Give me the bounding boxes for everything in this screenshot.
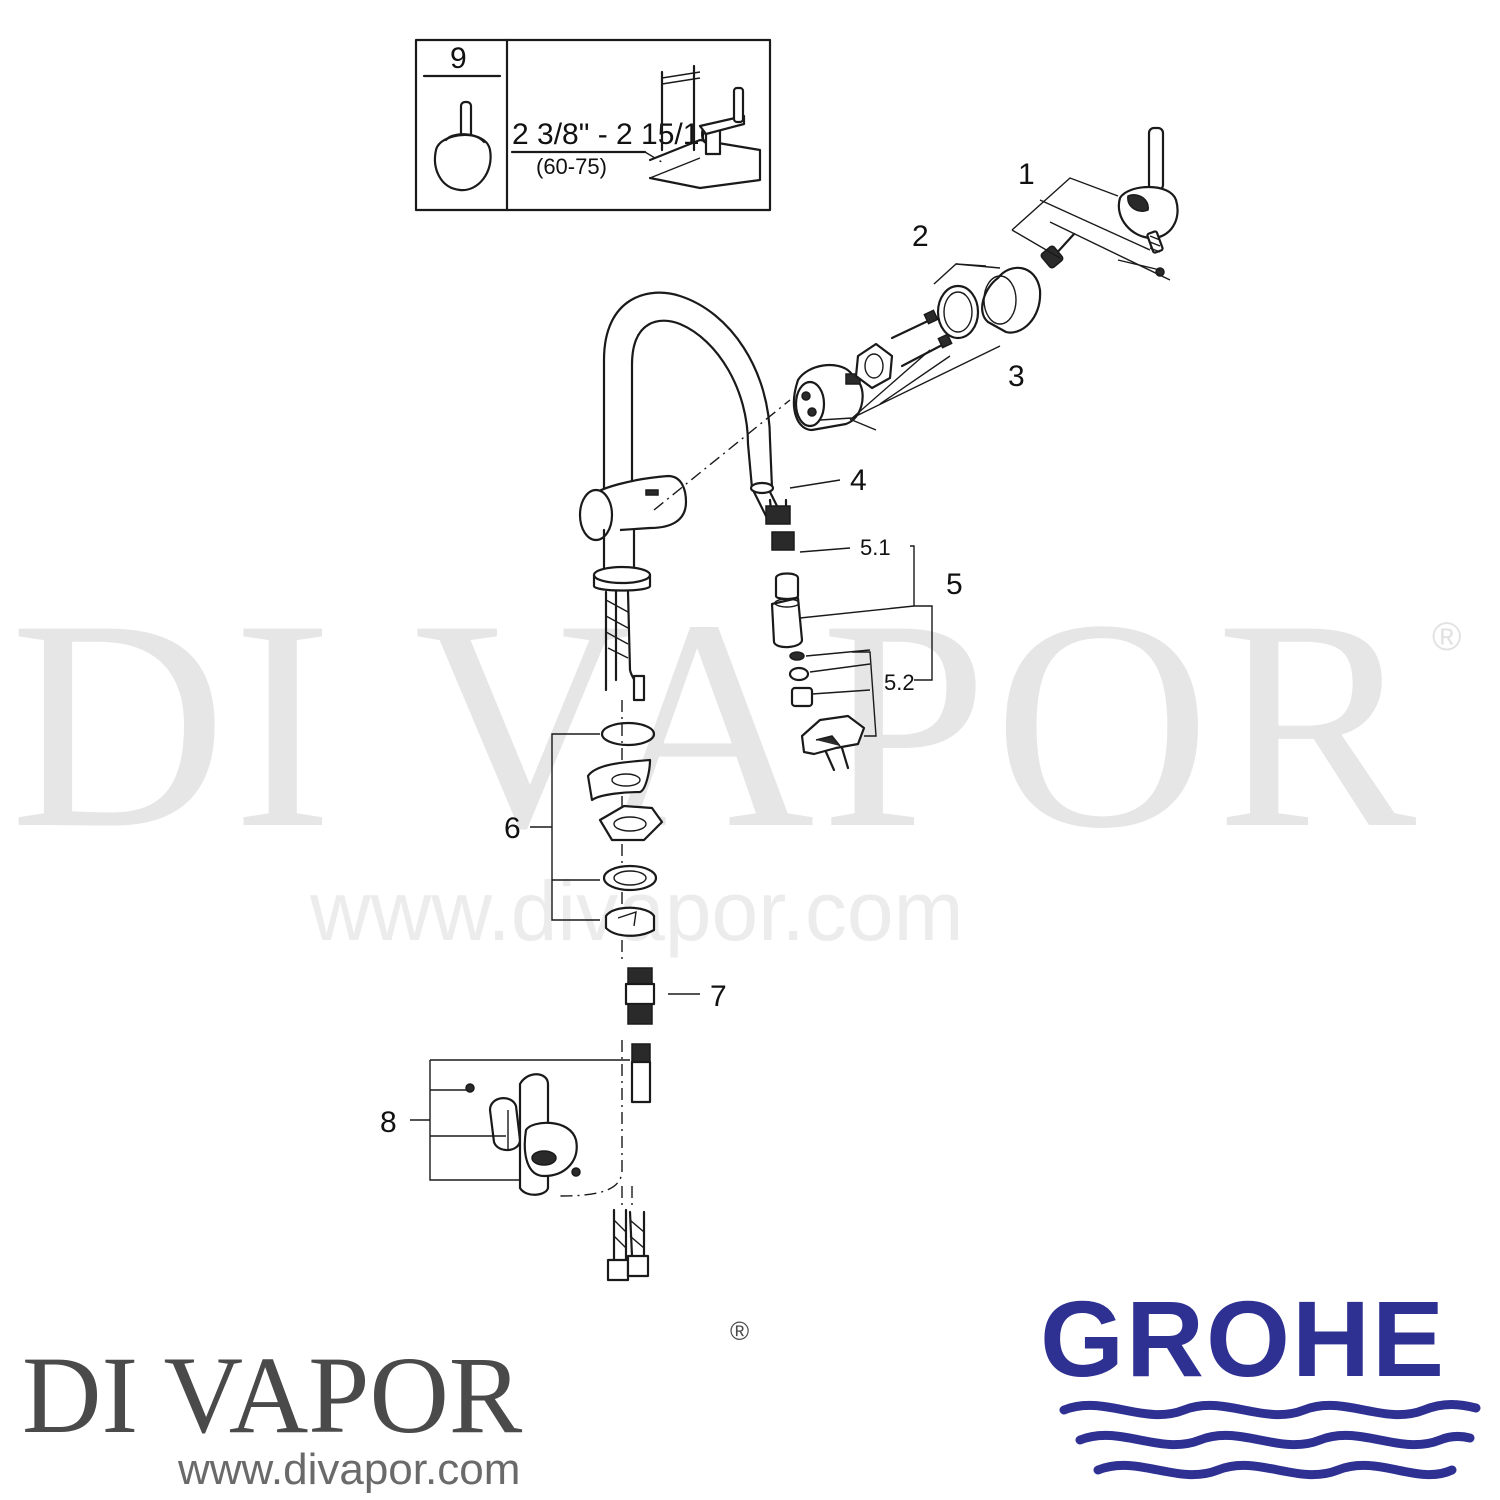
callout-5-2: 5.2: [884, 670, 915, 695]
callout-5: 5: [946, 568, 963, 601]
supply-lines-braid: [605, 599, 629, 659]
part-1-lever-handle: [1011, 126, 1179, 281]
inset-countertop-sketch: [644, 64, 762, 190]
part-5-spray-head: [770, 531, 933, 772]
mixer-housing: [588, 474, 688, 532]
inset-dimension-metric: (60-75): [536, 154, 607, 179]
callout-1: 1: [1018, 158, 1035, 191]
footer-url: www.divapor.com: [177, 1445, 520, 1494]
footer-brand-name: DI VAPOR: [22, 1334, 523, 1456]
callout-3: 3: [1008, 360, 1025, 393]
spout-tip: [749, 481, 775, 495]
inset-handle-knob: [433, 100, 492, 192]
callout-labels: 1 2 3 4 5 5.1 5.2 6 7 8: [380, 158, 1035, 1139]
grohe-logo-text: GROHE: [1040, 1278, 1446, 1399]
faucet-body: [559, 291, 791, 1197]
mixer-indicator: [645, 489, 659, 496]
body-column: [602, 528, 636, 572]
spout-outer-edge: [602, 291, 774, 502]
part-5-2-clip: [800, 714, 866, 756]
callout-4: 4: [850, 464, 867, 497]
part-7-connector: [624, 967, 700, 1104]
part-5-sleeve: [770, 596, 804, 649]
part-6-mounting-kit: [530, 721, 664, 937]
callout-5-1: 5.1: [860, 535, 891, 560]
callout-8: 8: [380, 1106, 397, 1139]
inset-part-number: 9: [450, 42, 467, 75]
part-5-1-insert: [771, 531, 795, 551]
watermark-registered-mark: ®: [1432, 615, 1461, 659]
mixer-cap: [578, 488, 614, 542]
grohe-logo: GROHE: [1040, 1278, 1481, 1479]
inset-frame: [414, 38, 772, 212]
watermark: DI VAPOR ® www.divapor.com: [10, 558, 1461, 958]
callout-2: 2: [912, 220, 929, 253]
base-escutcheon-top: [592, 565, 652, 585]
supply-line-fitting: [632, 674, 646, 702]
axis-cartridge: [653, 399, 791, 511]
part-4-hose: [765, 479, 841, 525]
spout-inner-edge: [630, 319, 754, 500]
axis-hose-path: [559, 1040, 623, 1197]
callout-6: 6: [504, 812, 521, 845]
callout-7: 7: [710, 980, 727, 1013]
part-8-hose-weight: [410, 1059, 630, 1196]
part-2-cap-and-oring: [933, 263, 1042, 340]
supply-hoses: [606, 1186, 650, 1282]
footer-registered-mark: ®: [730, 1316, 749, 1346]
watermark-brand: DI VAPOR: [10, 558, 1422, 890]
inset-dimension-imperial: 2 3/8" - 2 15/16": [512, 118, 727, 151]
grohe-wave-2: [1075, 1431, 1475, 1449]
footer-branding: DI VAPOR ® www.divapor.com GROHE: [22, 1278, 1481, 1494]
inset-box: 9 2 3/8" - 2 15/16" (60-75): [414, 38, 772, 212]
base-escutcheon: [592, 573, 652, 592]
grohe-wave-3: [1093, 1461, 1457, 1479]
grohe-wave-1: [1059, 1400, 1481, 1419]
part-3-cartridge: [792, 309, 1001, 432]
